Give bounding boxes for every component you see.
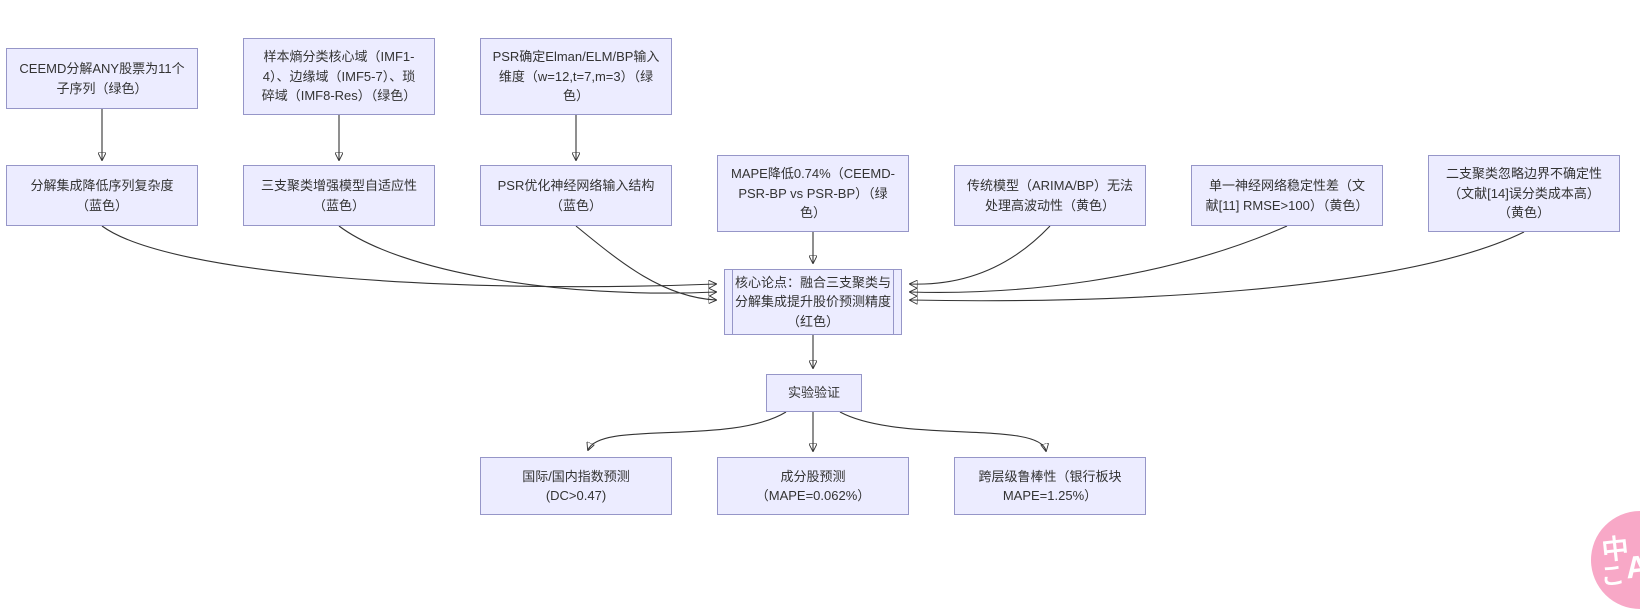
node-single-nn: 单一神经网络稳定性差（文 献[11] RMSE>100）（黄色） (1191, 165, 1383, 226)
translate-badge-latin-char: A (1623, 548, 1640, 586)
node-psr-optimization-label: PSR优化神经网络输入结构 （蓝色） (497, 178, 655, 213)
node-three-way-clustering: 三支聚类增强模型自适应性 （蓝色） (243, 165, 435, 226)
node-traditional-models: 传统模型（ARIMA/BP）无法 处理高波动性（黄色） (954, 165, 1146, 226)
node-decomposition: 分解集成降低序列复杂度 （蓝色） (6, 165, 198, 226)
node-sample-entropy: 样本熵分类核心域（IMF1- 4）、边缘域（IMF5-7）、琐 碎域（IMF8-… (243, 38, 435, 115)
node-sample-entropy-label: 样本熵分类核心域（IMF1- 4）、边缘域（IMF5-7）、琐 碎域（IMF8-… (261, 49, 417, 104)
node-core-thesis: 核心论点：融合三支聚类与 分解集成提升股价预测精度 （红色） (724, 269, 902, 335)
node-single-nn-label: 单一神经网络稳定性差（文 献[11] RMSE>100）（黄色） (1205, 178, 1369, 213)
edge-twoway-to-core (910, 231, 1525, 301)
node-psr-dimension-label: PSR确定Elman/ELM/BP输入 维度（w=12,t=7,m=3）（绿 色… (492, 49, 660, 104)
node-traditional-models-label: 传统模型（ARIMA/BP）无法 处理高波动性（黄色） (966, 178, 1134, 213)
node-decomposition-label: 分解集成降低序列复杂度 （蓝色） (30, 178, 174, 213)
node-two-way-clustering: 二支聚类忽略边界不确定性 （文献[14]误分类成本高） （黄色） (1428, 155, 1620, 232)
node-robustness: 跨层级鲁棒性（银行板块 MAPE=1.25%） (954, 457, 1146, 515)
translate-badge-swoosh: こ (1599, 561, 1626, 592)
node-index-prediction-label: 国际/国内指数预测 (DC>0.47) (522, 468, 630, 504)
node-mape-reduction-label: MAPE降低0.74%（CEEMD- PSR-BP vs PSR-BP）（绿 色… (731, 166, 895, 221)
node-mape-reduction: MAPE降低0.74%（CEEMD- PSR-BP vs PSR-BP）（绿 色… (717, 155, 909, 232)
node-experiment: 实验验证 (766, 374, 862, 412)
edge-experiment-to-index (588, 411, 787, 450)
node-two-way-clustering-label: 二支聚类忽略边界不确定性 （文献[14]误分类成本高） （黄色） (1445, 166, 1602, 221)
translate-badge[interactable]: 中 こ A (1586, 506, 1640, 614)
node-robustness-label: 跨层级鲁棒性（银行板块 MAPE=1.25%） (978, 468, 1122, 504)
edge-psropt-to-core (575, 225, 716, 300)
node-psr-dimension: PSR确定Elman/ELM/BP输入 维度（w=12,t=7,m=3）（绿 色… (480, 38, 672, 115)
node-three-way-clustering-label: 三支聚类增强模型自适应性 （蓝色） (260, 178, 417, 213)
node-core-thesis-label: 核心论点：融合三支聚类与 分解集成提升股价预测精度 （红色） (734, 274, 891, 329)
edge-decomposition-to-core (101, 225, 716, 287)
node-ceemd-label: CEEMD分解ANY股票为11个 子序列（绿色） (19, 61, 185, 96)
node-ceemd: CEEMD分解ANY股票为11个 子序列（绿色） (6, 48, 198, 109)
node-component-prediction-label: 成分股预测 （MAPE=0.062%） (755, 468, 871, 504)
node-index-prediction: 国际/国内指数预测 (DC>0.47) (480, 457, 672, 515)
flowchart-canvas: CEEMD分解ANY股票为11个 子序列（绿色） 样本熵分类核心域（IMF1- … (6, 38, 1640, 614)
node-component-prediction: 成分股预测 （MAPE=0.062%） (717, 457, 909, 515)
edge-threeway-to-core (338, 225, 716, 293)
edge-singlenn-to-core (910, 225, 1288, 292)
node-psr-optimization: PSR优化神经网络输入结构 （蓝色） (480, 165, 672, 226)
edge-traditional-to-core (910, 225, 1051, 284)
node-experiment-label: 实验验证 (787, 385, 840, 401)
edge-experiment-to-robustness (839, 411, 1046, 451)
